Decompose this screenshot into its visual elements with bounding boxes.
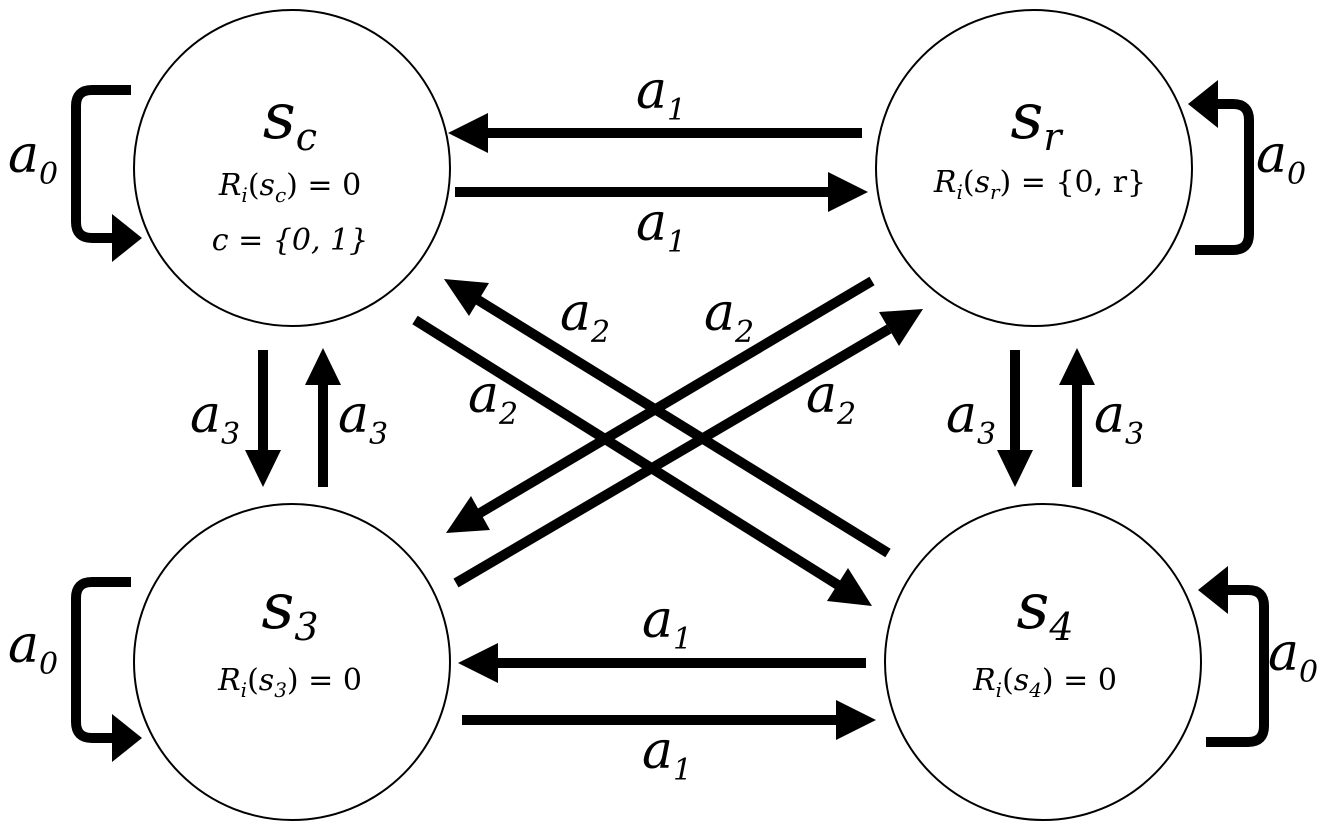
label-a0-sr: a0: [1256, 125, 1306, 192]
label-a1-bottom-upper: a1: [642, 590, 692, 657]
edge-s4-to-s3: [458, 643, 866, 683]
state-s4-reward: Ri(s4) = 0: [972, 663, 1117, 702]
edge-s3-to-sr: [453, 309, 923, 588]
loop-s3: [71, 577, 142, 762]
label-a0-s3: a0: [8, 615, 58, 682]
state-sc-name: sc: [263, 80, 317, 159]
label-a0-sc: a0: [8, 125, 58, 192]
label-a1-top-lower: a1: [636, 193, 686, 260]
edge-s3-to-sc: [305, 348, 341, 487]
label-a2-lower-left: a2: [468, 365, 518, 432]
state-sr-reward: Ri(sr) = {0, r}: [933, 165, 1146, 204]
edge-sr-to-s4: [997, 350, 1033, 487]
edge-sc-to-sr: [455, 172, 868, 212]
loop-s4: [1198, 566, 1269, 747]
label-a3-right-up: a3: [1094, 385, 1144, 452]
state-s3-reward: Ri(s3) = 0: [217, 663, 362, 702]
label-a1-top-upper: a1: [636, 61, 686, 128]
edge-sc-to-s3: [245, 350, 281, 487]
state-s3: s3 Ri(s3) = 0: [133, 503, 451, 821]
label-a3-right-down: a3: [946, 385, 996, 452]
edge-sc-to-s4: [412, 315, 872, 606]
loop-sr: [1188, 80, 1254, 255]
loop-sc: [71, 85, 142, 262]
state-sr-name: sr: [1010, 80, 1064, 159]
state-sc-reward: Ri(sc) = 0: [218, 168, 361, 207]
label-a0-s4: a0: [1268, 623, 1318, 690]
state-s4-name: s4: [1016, 570, 1073, 649]
edge-s4-to-sc: [444, 279, 891, 558]
label-a2-lower-right: a2: [806, 365, 856, 432]
label-a1-bottom-lower: a1: [642, 721, 692, 788]
label-a3-left-up: a3: [338, 385, 388, 452]
label-a2-upper-right: a2: [704, 283, 754, 350]
edge-s3-to-s4: [462, 700, 876, 740]
state-s3-name: s3: [261, 570, 318, 649]
state-sc-extra: c = {0, 1}: [212, 223, 368, 258]
label-a3-left-down: a3: [190, 385, 240, 452]
state-sc: sc Ri(sc) = 0 c = {0, 1}: [133, 9, 451, 327]
edge-sr-to-sc: [448, 113, 862, 153]
edge-s4-to-sr: [1059, 348, 1095, 487]
state-sr: sr Ri(sr) = {0, r}: [875, 9, 1193, 327]
state-s4: s4 Ri(s4) = 0: [884, 503, 1202, 821]
edge-sr-to-s3: [446, 276, 875, 533]
label-a2-upper-left: a2: [560, 283, 610, 350]
